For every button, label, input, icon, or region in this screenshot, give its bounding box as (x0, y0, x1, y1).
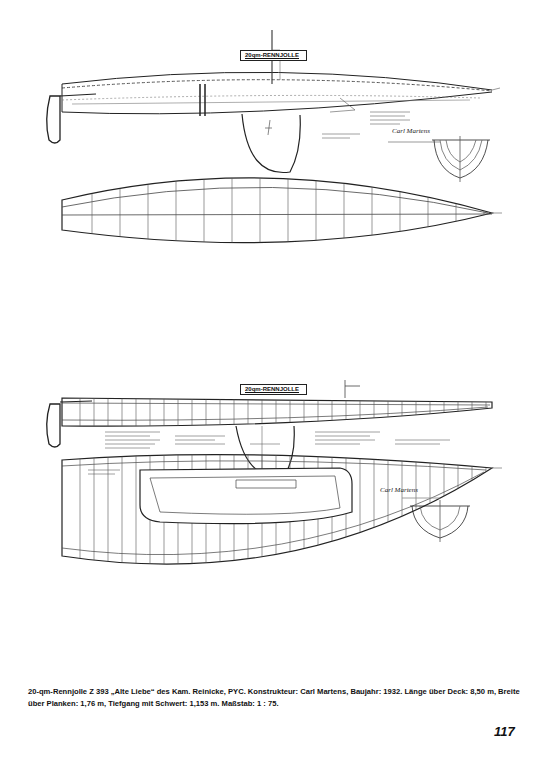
frame-line (416, 395, 417, 430)
body-section (432, 136, 490, 182)
frame-line (346, 440, 347, 595)
frame-line (304, 395, 305, 430)
plate-title: 20qm-RENNJOLLE (245, 52, 302, 58)
frame-line (472, 440, 473, 595)
frame-line (372, 150, 373, 262)
figure-caption: 20-qm-Rennjolle Z 393 „Alte Liebe“ des K… (28, 686, 526, 710)
frame-line (232, 150, 233, 262)
frame-line (472, 395, 473, 430)
frame-line (148, 150, 149, 262)
frame-line (290, 395, 291, 430)
sail-plan-profile (47, 30, 500, 173)
frame-line (428, 150, 429, 262)
frame-line (276, 395, 277, 430)
frame-line (444, 440, 445, 595)
frame-line (332, 440, 333, 595)
frame-line (220, 395, 221, 430)
frame-line (346, 395, 347, 430)
frame-line (262, 395, 263, 430)
frame-line (402, 440, 403, 595)
frame-line (234, 395, 235, 430)
frame-line (136, 440, 137, 595)
frame-line (456, 150, 457, 262)
frame-line (136, 395, 137, 430)
frame-line (400, 150, 401, 262)
frame-line (204, 150, 205, 262)
frame-line (360, 440, 361, 595)
frame-line (122, 395, 123, 430)
frame-line (92, 150, 93, 262)
frame-line (486, 395, 487, 430)
frame-line (192, 395, 193, 430)
body-section (402, 498, 470, 542)
frame-line (486, 440, 487, 595)
deck-plan (62, 150, 502, 262)
frame-line (416, 440, 417, 595)
frame-line (120, 150, 121, 262)
hull-plan (62, 440, 502, 595)
frame-line (430, 440, 431, 595)
frame-line (388, 395, 389, 430)
frame-line (332, 395, 333, 430)
title-plate: 20qm-RENNJOLLE (240, 50, 307, 61)
frame-line (164, 395, 165, 430)
frame-line (108, 440, 109, 595)
frame-line (94, 395, 95, 430)
designer-signature: Carl Martens (392, 127, 430, 135)
frame-line (248, 395, 249, 430)
frame-line (344, 150, 345, 262)
frame-line (122, 440, 123, 595)
page-number: 117 (494, 724, 515, 739)
frame-line (316, 150, 317, 262)
frame-line (260, 150, 261, 262)
frame-line (388, 440, 389, 595)
frame-line (444, 395, 445, 430)
frame-line (206, 395, 207, 430)
title-plate: 20qm-RENNJOLLE (240, 384, 307, 395)
frame-line (430, 395, 431, 430)
frame-line (318, 395, 319, 430)
frame-line (360, 395, 361, 430)
frame-line (484, 150, 485, 262)
frame-line (108, 395, 109, 430)
designer-signature: Carl Martens (380, 486, 418, 494)
frame-line (458, 395, 459, 430)
frame-line (80, 440, 81, 595)
frame-line (402, 395, 403, 430)
frame-line (178, 395, 179, 430)
frame-line (80, 395, 81, 430)
frame-line (150, 395, 151, 430)
frame-line (288, 150, 289, 262)
frame-line (94, 440, 95, 595)
frame-line (374, 395, 375, 430)
plate-title: 20qm-RENNJOLLE (245, 386, 302, 392)
frame-line (374, 440, 375, 595)
frame-line (176, 150, 177, 262)
frame-line (458, 440, 459, 595)
